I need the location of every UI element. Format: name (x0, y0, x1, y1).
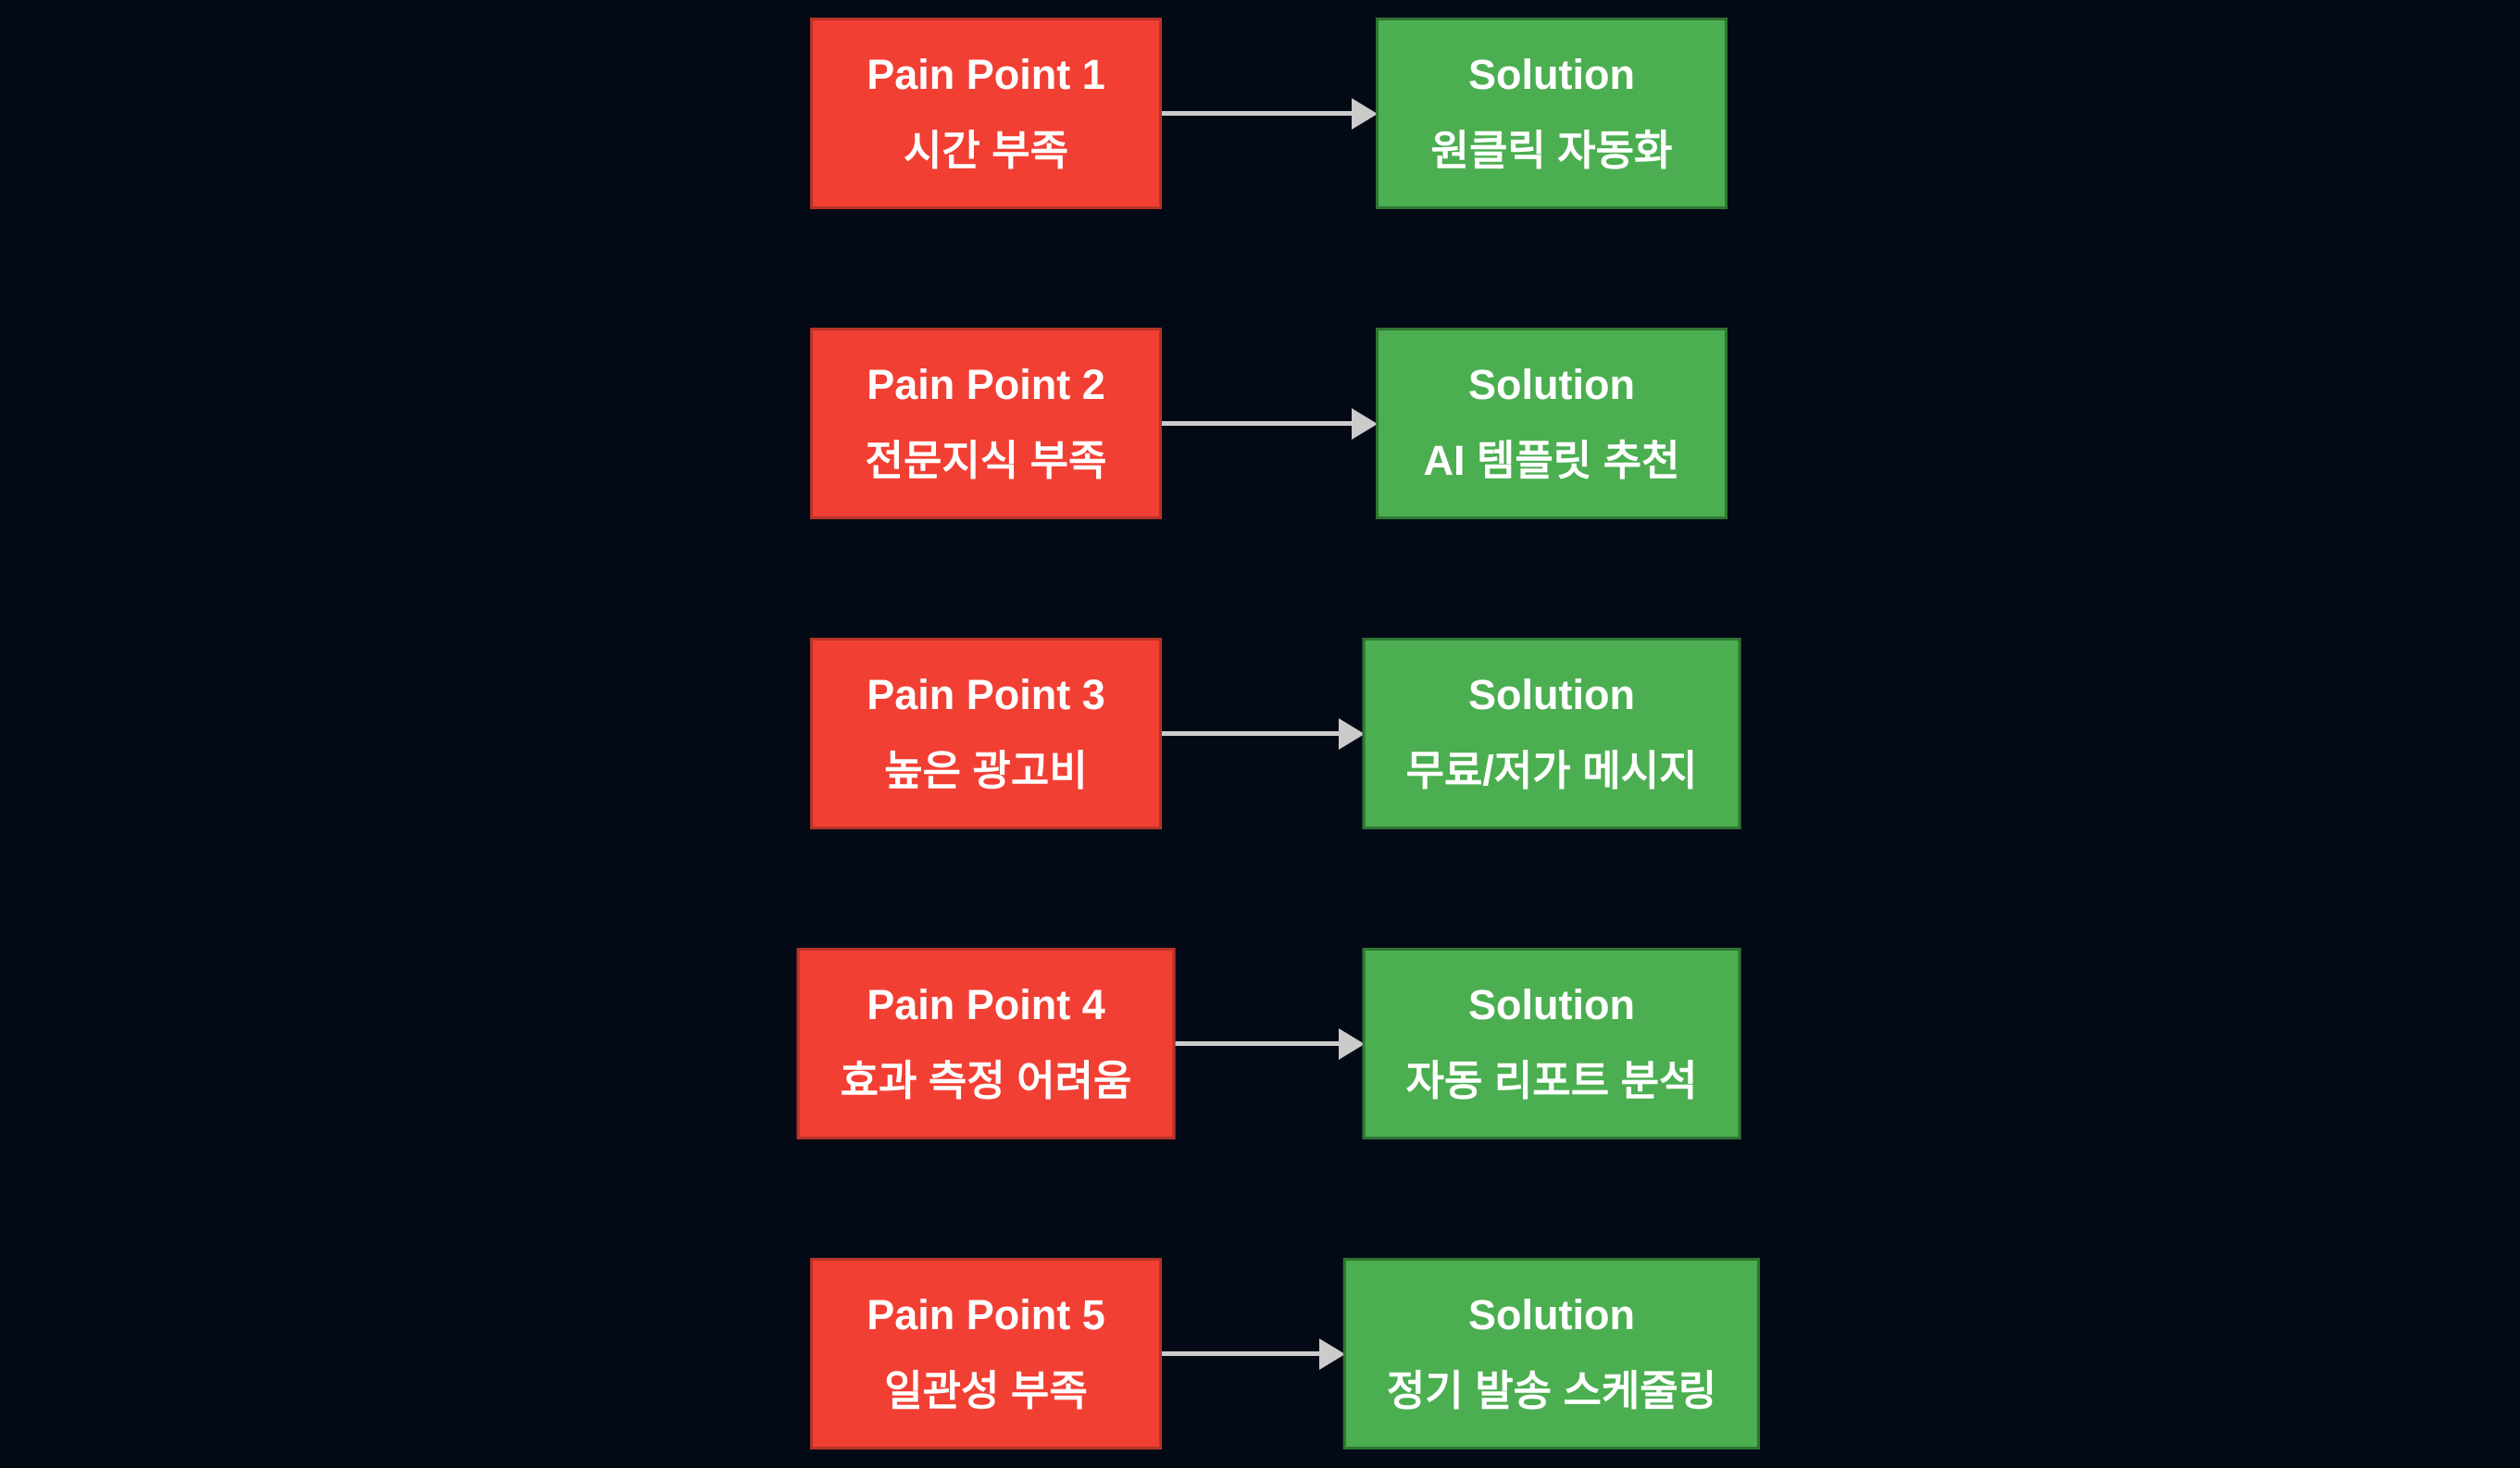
arrow-connector (1173, 1027, 1365, 1060)
pain-point-subtitle: 높은 광고비 (884, 746, 1088, 794)
arrow-connector (1160, 407, 1378, 440)
solution-title: Solution (1468, 670, 1635, 718)
solution-title: Solution (1468, 50, 1635, 98)
solution-node: Solution 원클릭 자동화 (1376, 18, 1728, 209)
arrow-head-icon (1338, 717, 1365, 750)
arrow-head-icon (1338, 1027, 1365, 1060)
diagram-row: Pain Point 2 전문지식 부족 Solution AI 템플릿 추천 (0, 328, 2520, 519)
solution-node: Solution AI 템플릿 추천 (1376, 328, 1728, 519)
arrow-shaft (1160, 731, 1339, 736)
solution-subtitle: 자동 리포트 분석 (1405, 1056, 1698, 1104)
arrow-shaft (1160, 1351, 1319, 1356)
pain-point-title: Pain Point 1 (867, 50, 1105, 98)
pain-point-node: Pain Point 2 전문지식 부족 (810, 328, 1162, 519)
solution-node: Solution 자동 리포트 분석 (1362, 948, 1741, 1139)
pain-point-title: Pain Point 4 (867, 980, 1105, 1028)
arrow-shaft (1160, 421, 1352, 426)
solution-node: Solution 무료/저가 메시지 (1362, 638, 1741, 829)
diagram-row: Pain Point 1 시간 부족 Solution 원클릭 자동화 (0, 18, 2520, 209)
pain-point-subtitle: 일관성 부족 (884, 1366, 1088, 1414)
pain-point-title: Pain Point 3 (867, 670, 1105, 718)
arrow-connector (1160, 717, 1365, 750)
arrow-head-icon (1352, 97, 1378, 130)
diagram-row: Pain Point 3 높은 광고비 Solution 무료/저가 메시지 (0, 638, 2520, 829)
arrow-head-icon (1318, 1337, 1345, 1370)
solution-subtitle: 무료/저가 메시지 (1405, 746, 1698, 794)
pain-point-title: Pain Point 5 (867, 1290, 1105, 1338)
pain-point-subtitle: 효과 측정 어려움 (840, 1056, 1132, 1104)
pain-point-node: Pain Point 1 시간 부족 (810, 18, 1162, 209)
arrow-shaft (1173, 1041, 1339, 1046)
arrow-head-icon (1352, 407, 1378, 440)
pain-point-title: Pain Point 2 (867, 360, 1105, 408)
diagram-row: Pain Point 5 일관성 부족 Solution 정기 발송 스케줄링 (0, 1258, 2520, 1449)
pain-point-node: Pain Point 3 높은 광고비 (810, 638, 1162, 829)
solution-subtitle: AI 템플릿 추천 (1423, 436, 1680, 484)
solution-title: Solution (1468, 360, 1635, 408)
arrow-connector (1160, 1337, 1345, 1370)
arrow-connector (1160, 97, 1378, 130)
diagram-row: Pain Point 4 효과 측정 어려움 Solution 자동 리포트 분… (0, 948, 2520, 1139)
pain-point-subtitle: 전문지식 부족 (865, 436, 1107, 484)
pain-point-node: Pain Point 5 일관성 부족 (810, 1258, 1162, 1449)
solution-title: Solution (1468, 1290, 1635, 1338)
solution-title: Solution (1468, 980, 1635, 1028)
solution-subtitle: 원클릭 자동화 (1430, 126, 1673, 174)
solution-subtitle: 정기 발송 스케줄링 (1386, 1366, 1717, 1414)
solution-node: Solution 정기 발송 스케줄링 (1342, 1258, 1761, 1449)
pain-point-subtitle: 시간 부족 (903, 126, 1069, 174)
pain-point-node: Pain Point 4 효과 측정 어려움 (796, 948, 1176, 1139)
arrow-shaft (1160, 111, 1352, 116)
